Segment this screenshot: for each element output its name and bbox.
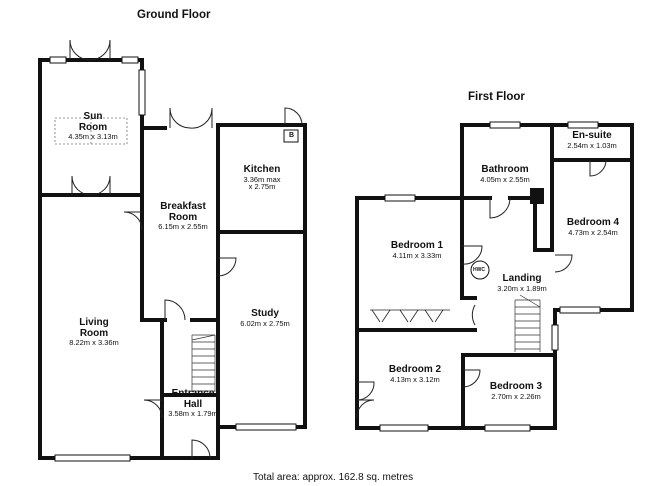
hwc-label: HWC [473,267,485,273]
room-label-sun-room: Sun Room 4.35m x 3.13m [60,111,126,141]
boiler-box [283,129,299,143]
room-dimensions: 6.15m x 2.55m [158,222,208,231]
room-dimensions: 2.54m x 1.03m [567,140,617,150]
room-label-bedroom-3: Bedroom 3 2.70m x 2.26m [480,381,552,401]
room-dimensions: 3.58m x 1.79m [168,409,218,418]
room-label-living-room: Living Room 8.22m x 3.36m [58,317,130,347]
room-name: Entrance [171,388,215,399]
room-label-bathroom: Bathroom 4.05m x 2.55m [470,164,540,184]
room-name: Landing [502,273,542,284]
room-label-bedroom-4: Bedroom 4 4.73m x 2.54m [556,217,630,237]
room-name: Study [251,308,279,319]
room-dimensions: 4.11m x 3.33m [392,250,442,260]
room-label-breakfast-room: Breakfast Room 6.15m x 2.55m [148,201,218,231]
room-name: Hall [183,398,203,410]
room-name: Bedroom 3 [489,381,543,392]
sun-room-roof-light [54,117,128,145]
total-area-note: Total area: approx. 162.8 sq. metres [253,472,414,483]
room-label-entrance-hall: Entrance Hall 3.58m x 1.79m [164,388,222,418]
room-name: Sun [83,111,103,122]
room-name: Bedroom 2 [388,364,442,375]
first-floor-doors [356,159,607,419]
first-floor-stairs [514,294,541,352]
ground-floor-stairs [191,334,216,392]
room-dimensions: 6.02m x 2.75m [240,318,290,328]
room-label-en-suite: En-suite 2.54m x 1.03m [556,130,628,150]
room-dimensions: 2.70m x 2.26m [491,391,541,401]
room-dimensions: 8.22m x 3.36m [69,338,119,347]
room-name: Room [168,211,198,223]
room-dimensions: 4.13m x 3.12m [390,374,440,384]
room-name: Bedroom 1 [390,240,444,251]
room-dimensions: x 2.75m [248,182,276,192]
room-name: Bedroom 4 [566,217,620,228]
room-name: Room [78,121,108,133]
room-name: Room [79,327,109,339]
room-dimensions: 3.36m max [243,174,281,184]
ground-floor-walls [38,58,307,460]
room-name: En-suite [572,130,612,141]
room-name: Living [79,317,109,328]
ground-floor-heading: Ground Floor [137,9,211,21]
first-floor-windows [379,121,601,432]
first-floor-heading: First Floor [468,91,525,103]
ground-floor-doors [69,39,303,459]
room-dimensions: 3.20m x 1.89m [497,283,547,293]
room-name: Kitchen [243,164,281,175]
ground-floor-windows [49,56,297,462]
room-dimensions: 4.05m x 2.55m [480,174,530,184]
room-dimensions: 4.35m x 3.13m [68,132,118,141]
room-label-kitchen: Kitchen 3.36m max x 2.75m [232,164,292,192]
room-label-bedroom-2: Bedroom 2 4.13m x 3.12m [378,364,452,384]
hot-water-cylinder [470,260,490,280]
room-dimensions: 4.73m x 2.54m [568,227,618,237]
room-label-bedroom-1: Bedroom 1 4.11m x 3.33m [380,240,454,260]
boiler-label: B [289,132,295,139]
bedroom-1-wardrobes [370,309,450,323]
room-name: Breakfast [160,201,206,212]
room-name: Bathroom [481,164,529,175]
room-label-landing: Landing 3.20m x 1.89m [486,273,558,293]
bathroom-fitting [530,188,544,204]
room-label-study: Study 6.02m x 2.75m [230,308,300,328]
